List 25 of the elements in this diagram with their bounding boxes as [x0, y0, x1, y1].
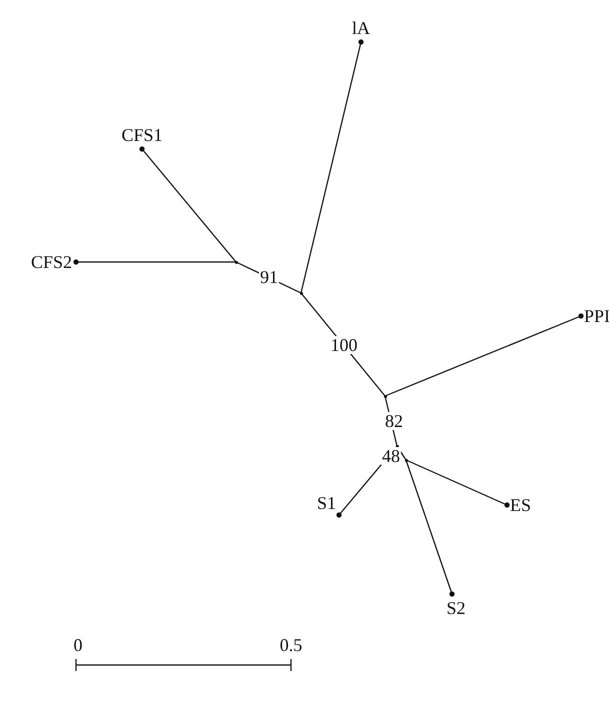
tree-branch: [139, 146, 236, 262]
branch-point: [384, 394, 386, 398]
branch-point: [300, 292, 302, 294]
taxon-label: S2: [438, 597, 474, 619]
bootstrap-value: 82: [384, 412, 404, 430]
taxon-label: lA: [341, 17, 381, 39]
tree-branch: [405, 460, 455, 597]
tree-branch: [300, 39, 364, 294]
taxon-label: S1: [304, 492, 336, 514]
taxon-label: PPI: [584, 305, 609, 327]
branch-point: [234, 260, 238, 264]
tree-branch: [336, 446, 398, 518]
bootstrap-value: 100: [330, 336, 358, 354]
tree-branch: [73, 259, 236, 265]
branch-point: [404, 458, 408, 462]
taxon-label: ES: [510, 494, 542, 516]
bootstrap-value: 91: [259, 268, 279, 286]
taxon-label: CFS2: [4, 251, 72, 273]
scale-value: 0.5: [278, 636, 304, 654]
scale-value: 0: [72, 636, 84, 654]
tree-branch: [236, 261, 302, 294]
bootstrap-value: 48: [381, 447, 401, 465]
tree-branch: [406, 459, 510, 508]
tree-branch: [384, 313, 584, 397]
taxon-label: CFS1: [104, 124, 180, 146]
